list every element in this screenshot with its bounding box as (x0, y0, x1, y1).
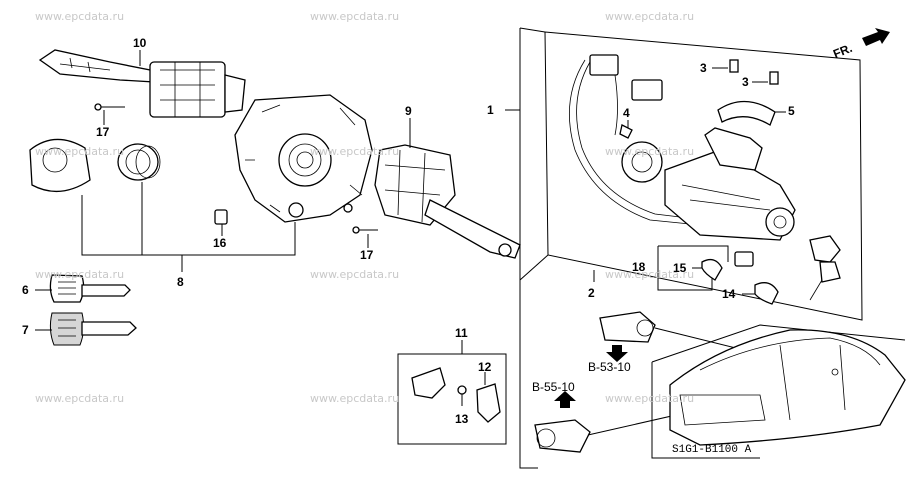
watermark: www.epcdata.ru (605, 145, 695, 158)
connector-18 (734, 251, 754, 267)
harness (569, 54, 706, 226)
bolt-3b (769, 71, 779, 85)
watermark: www.epcdata.ru (310, 392, 400, 405)
callout-14: 14 (722, 287, 736, 301)
watermark: www.epcdata.ru (605, 392, 695, 405)
key-6 (49, 274, 131, 303)
watermark: www.epcdata.ru (35, 268, 125, 281)
watermark: www.epcdata.ru (310, 145, 400, 158)
part-11-box (397, 340, 507, 445)
callout-17a: 17 (96, 125, 110, 139)
watermark: www.epcdata.ru (605, 268, 695, 281)
watermark: www.epcdata.ru (35, 10, 125, 23)
arrow-down (606, 345, 628, 362)
callout-6: 6 (22, 283, 29, 297)
clip-16 (214, 209, 228, 225)
callout-3b: 3 (742, 75, 749, 89)
leader-8 (81, 182, 296, 272)
callout-4: 4 (623, 106, 630, 120)
car-outline (651, 324, 906, 459)
callout-1: 1 (487, 103, 494, 117)
ref-b53: B-53-10 (588, 360, 631, 374)
cable-reel-assembly (234, 94, 373, 223)
door-cylinder (599, 311, 656, 343)
trunk-cylinder (534, 419, 591, 453)
callout-18: 18 (632, 260, 646, 274)
cylinder-parts (29, 138, 161, 193)
fr-arrow (862, 28, 890, 46)
watermark: www.epcdata.ru (605, 10, 695, 23)
diagram-code: S1G1-B1100 A (672, 444, 752, 456)
cover-5 (717, 100, 776, 126)
callout-17b: 17 (360, 248, 374, 262)
callout-10: 10 (133, 36, 147, 50)
callout-15: 15 (673, 261, 687, 275)
kit-keys (809, 235, 841, 301)
watermark: www.epcdata.ru (35, 392, 125, 405)
clamp-15 (701, 258, 723, 281)
combination-switch-assembly (38, 49, 246, 118)
ignition-kit-frame (505, 27, 863, 469)
bolt-4 (619, 124, 633, 139)
screw-17b (352, 226, 378, 234)
bracket-14 (754, 282, 779, 305)
wiper-switch-assembly (374, 144, 521, 259)
callout-11: 11 (455, 326, 468, 340)
callout-13: 13 (455, 412, 469, 426)
watermark: www.epcdata.ru (310, 10, 400, 23)
callout-2: 2 (588, 286, 595, 300)
arrow-up (554, 391, 576, 408)
callout-16: 16 (213, 236, 227, 250)
callout-7: 7 (22, 323, 29, 337)
screw-17a (94, 103, 125, 111)
callout-5: 5 (788, 104, 795, 118)
bolt-3a (729, 59, 739, 73)
ignition-lock (621, 127, 796, 241)
callout-12: 12 (478, 360, 492, 374)
callout-8: 8 (177, 275, 184, 289)
callout-3a: 3 (700, 61, 707, 75)
ref-b55: B-55-10 (532, 380, 575, 394)
watermark: www.epcdata.ru (35, 145, 125, 158)
key-7 (49, 312, 137, 346)
watermark: www.epcdata.ru (310, 268, 400, 281)
callout-9: 9 (405, 104, 412, 118)
